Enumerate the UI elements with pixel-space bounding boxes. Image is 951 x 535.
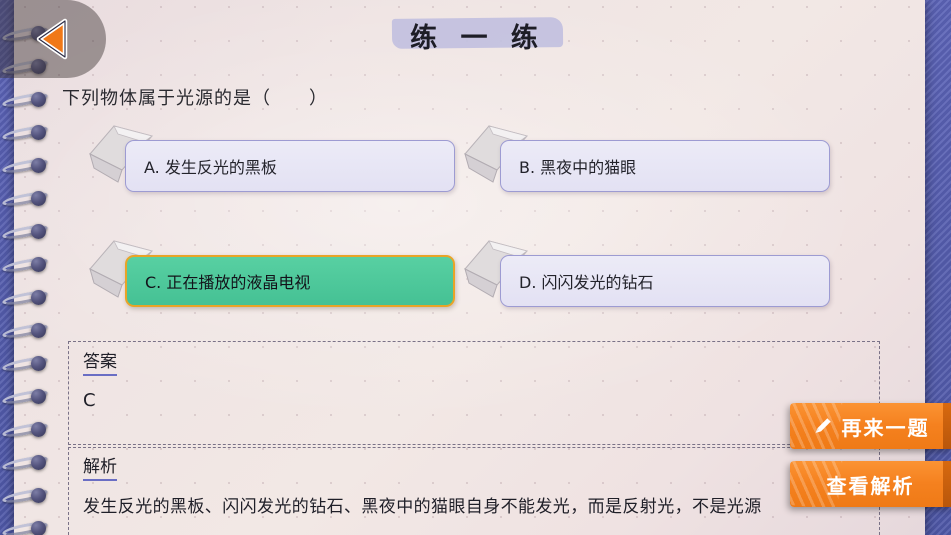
- binding-ring: [1, 90, 54, 110]
- page-title: 练 一 练: [384, 12, 567, 59]
- option-d[interactable]: D. 闪闪发光的钻石: [500, 255, 830, 307]
- answer-value: C: [83, 390, 96, 411]
- page-title-wrap: 练 一 练: [0, 12, 951, 59]
- binding-ring: [1, 156, 54, 176]
- binding-bead: [31, 224, 46, 239]
- view-analysis-label: 查看解析: [826, 473, 915, 498]
- binding-bead: [31, 92, 46, 107]
- spiral-binding: [0, 0, 60, 535]
- binding-ring: [1, 519, 54, 535]
- answer-section: 答案 C: [68, 341, 880, 445]
- binding-ring: [1, 288, 54, 308]
- analysis-body: 发生反光的黑板、闪闪发光的钻石、黑夜中的猫眼自身不能发光，而是反射光，不是光源: [83, 497, 762, 517]
- binding-bead: [31, 455, 46, 470]
- analysis-label: 解析: [83, 457, 117, 481]
- analysis-section: 解析 发生反光的黑板、闪闪发光的钻石、黑夜中的猫眼自身不能发光，而是反射光，不是…: [68, 447, 880, 535]
- binding-bead: [31, 191, 46, 206]
- option-b-label: B. 黑夜中的猫眼: [519, 158, 637, 177]
- question-stem: 下列物体属于光源的是（ ）: [62, 88, 328, 109]
- back-button[interactable]: [0, 0, 106, 78]
- binding-bead: [31, 125, 46, 140]
- binding-ring: [1, 486, 54, 506]
- binding-ring: [1, 387, 54, 407]
- binding-bead: [31, 422, 46, 437]
- option-c-label: C. 正在播放的液晶电视: [145, 273, 311, 292]
- binding-bead: [31, 488, 46, 503]
- options-row-1: A. 发生反光的黑板 B. 黑夜中的猫眼: [60, 125, 890, 255]
- back-arrow-icon: [36, 18, 68, 60]
- binding-ring: [1, 123, 54, 143]
- option-b[interactable]: B. 黑夜中的猫眼: [500, 140, 830, 192]
- binding-ring: [1, 255, 54, 275]
- option-c[interactable]: C. 正在播放的液晶电视: [125, 255, 455, 307]
- answer-label: 答案: [83, 352, 117, 376]
- binding-bead: [31, 257, 46, 272]
- binding-ring: [1, 420, 54, 440]
- binding-ring: [1, 354, 54, 374]
- view-analysis-button[interactable]: 查看解析: [790, 461, 951, 507]
- binding-ring: [1, 189, 54, 209]
- option-a[interactable]: A. 发生反光的黑板: [125, 140, 455, 192]
- binding-bead: [31, 290, 46, 305]
- binding-ring: [1, 453, 54, 473]
- binding-bead: [31, 59, 46, 74]
- next-question-label: 再来一题: [841, 415, 930, 440]
- binding-bead: [31, 356, 46, 371]
- option-a-label: A. 发生反光的黑板: [144, 158, 277, 177]
- binding-bead: [31, 158, 46, 173]
- page-title-text: 练 一 练: [410, 23, 545, 54]
- binding-bead: [31, 521, 46, 535]
- options-group: A. 发生反光的黑板 B. 黑夜中的猫眼 C. 正在播放的液晶电视: [60, 125, 890, 370]
- next-question-button[interactable]: 再来一题: [790, 403, 951, 449]
- options-row-2: C. 正在播放的液晶电视 D. 闪闪发光的钻石: [60, 240, 890, 370]
- binding-bead: [31, 323, 46, 338]
- binding-ring: [1, 321, 54, 341]
- pencil-icon: [815, 417, 831, 433]
- binding-ring: [1, 222, 54, 242]
- binding-bead: [31, 389, 46, 404]
- binding-ring: [1, 57, 54, 77]
- option-d-label: D. 闪闪发光的钻石: [519, 273, 654, 292]
